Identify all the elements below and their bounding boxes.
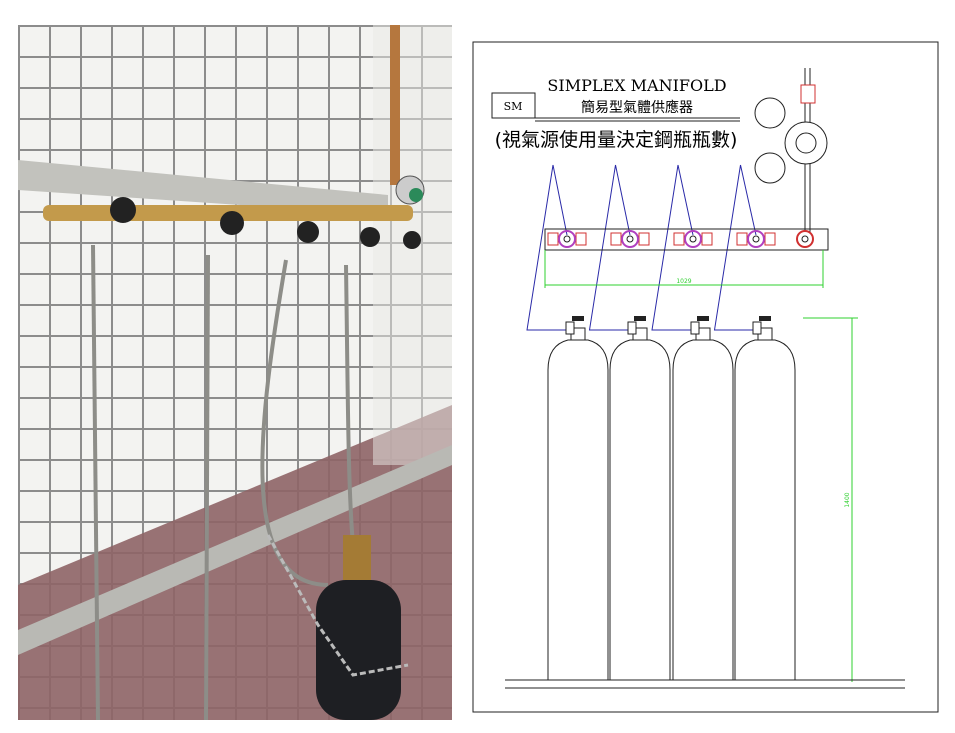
regulator-assembly bbox=[754, 68, 828, 232]
valve-port bbox=[575, 232, 587, 246]
valve-handle-icon bbox=[621, 230, 639, 248]
valve-handle-icon bbox=[684, 230, 702, 248]
cylinder-valve-handle bbox=[759, 316, 771, 321]
manifold-bar bbox=[544, 228, 829, 251]
cylinder-valve-outlet bbox=[565, 321, 575, 335]
cylinder-valve-handle bbox=[572, 316, 584, 321]
regulator-knob bbox=[795, 132, 817, 154]
valve-stem bbox=[689, 235, 697, 243]
cylinder-valve-handle bbox=[634, 316, 646, 321]
width-dimension-label: 1029 bbox=[676, 278, 691, 285]
gas-cylinder bbox=[734, 316, 796, 681]
manifold-valves bbox=[547, 230, 814, 248]
cylinder-body bbox=[734, 339, 796, 681]
valve-port bbox=[610, 232, 622, 246]
copper-supply-pipe bbox=[390, 25, 400, 185]
pigtail-hose bbox=[651, 164, 694, 331]
cylinders bbox=[547, 316, 796, 681]
shutoff-valve bbox=[800, 84, 816, 104]
cylinder-valve-outlet bbox=[690, 321, 700, 335]
diagram-subtitle: 簡易型氣體供應器 bbox=[581, 99, 693, 116]
lower-rail bbox=[18, 445, 452, 655]
pigtail-hose bbox=[588, 164, 631, 331]
safety-chain bbox=[266, 534, 409, 677]
code-box bbox=[491, 92, 536, 119]
cylinder-valve-outlet bbox=[752, 321, 762, 335]
gas-cylinder bbox=[316, 580, 401, 720]
pigtail-hose bbox=[526, 164, 568, 331]
cylinder-body bbox=[547, 339, 609, 681]
flexible-hoses bbox=[91, 244, 355, 720]
cylinder-valve-handle bbox=[697, 316, 709, 321]
cylinder-valve bbox=[343, 535, 371, 580]
photo-scene bbox=[18, 25, 452, 720]
upper-rail bbox=[18, 160, 388, 215]
installation-photo bbox=[18, 25, 452, 720]
valve-port bbox=[547, 232, 559, 246]
valve-port bbox=[736, 232, 748, 246]
main-valve-icon bbox=[796, 230, 814, 248]
cylinder-body bbox=[672, 339, 734, 681]
valve-port bbox=[673, 232, 685, 246]
diagram-border bbox=[472, 41, 939, 713]
gas-cylinder bbox=[609, 316, 671, 681]
valve-handles bbox=[110, 197, 421, 249]
cylinder-body bbox=[609, 339, 671, 681]
connector-lines bbox=[526, 164, 757, 331]
valve-port bbox=[764, 232, 776, 246]
pressure-gauge-high bbox=[754, 97, 786, 129]
pigtail-hose bbox=[713, 164, 757, 331]
valve-port bbox=[638, 232, 650, 246]
valve-stem bbox=[752, 235, 760, 243]
main-valve-stem bbox=[801, 235, 809, 243]
diagram-note: (視氣源使用量決定鋼瓶瓶數) bbox=[495, 129, 738, 151]
valve-port bbox=[701, 232, 713, 246]
cylinder-valve-outlet bbox=[627, 321, 637, 335]
gas-cylinder bbox=[547, 316, 609, 681]
valve-handle-icon bbox=[747, 230, 765, 248]
code-label: SM bbox=[504, 100, 523, 113]
valve-stem bbox=[563, 235, 571, 243]
height-dimension-label: 1400 bbox=[844, 492, 851, 507]
pressure-gauge-low bbox=[754, 152, 786, 184]
gas-cylinder bbox=[672, 316, 734, 681]
diagram-title: SIMPLEX MANIFOLD bbox=[547, 76, 726, 95]
valve-handle-icon bbox=[558, 230, 576, 248]
regulator-knob bbox=[409, 188, 423, 202]
valve-stem bbox=[626, 235, 634, 243]
